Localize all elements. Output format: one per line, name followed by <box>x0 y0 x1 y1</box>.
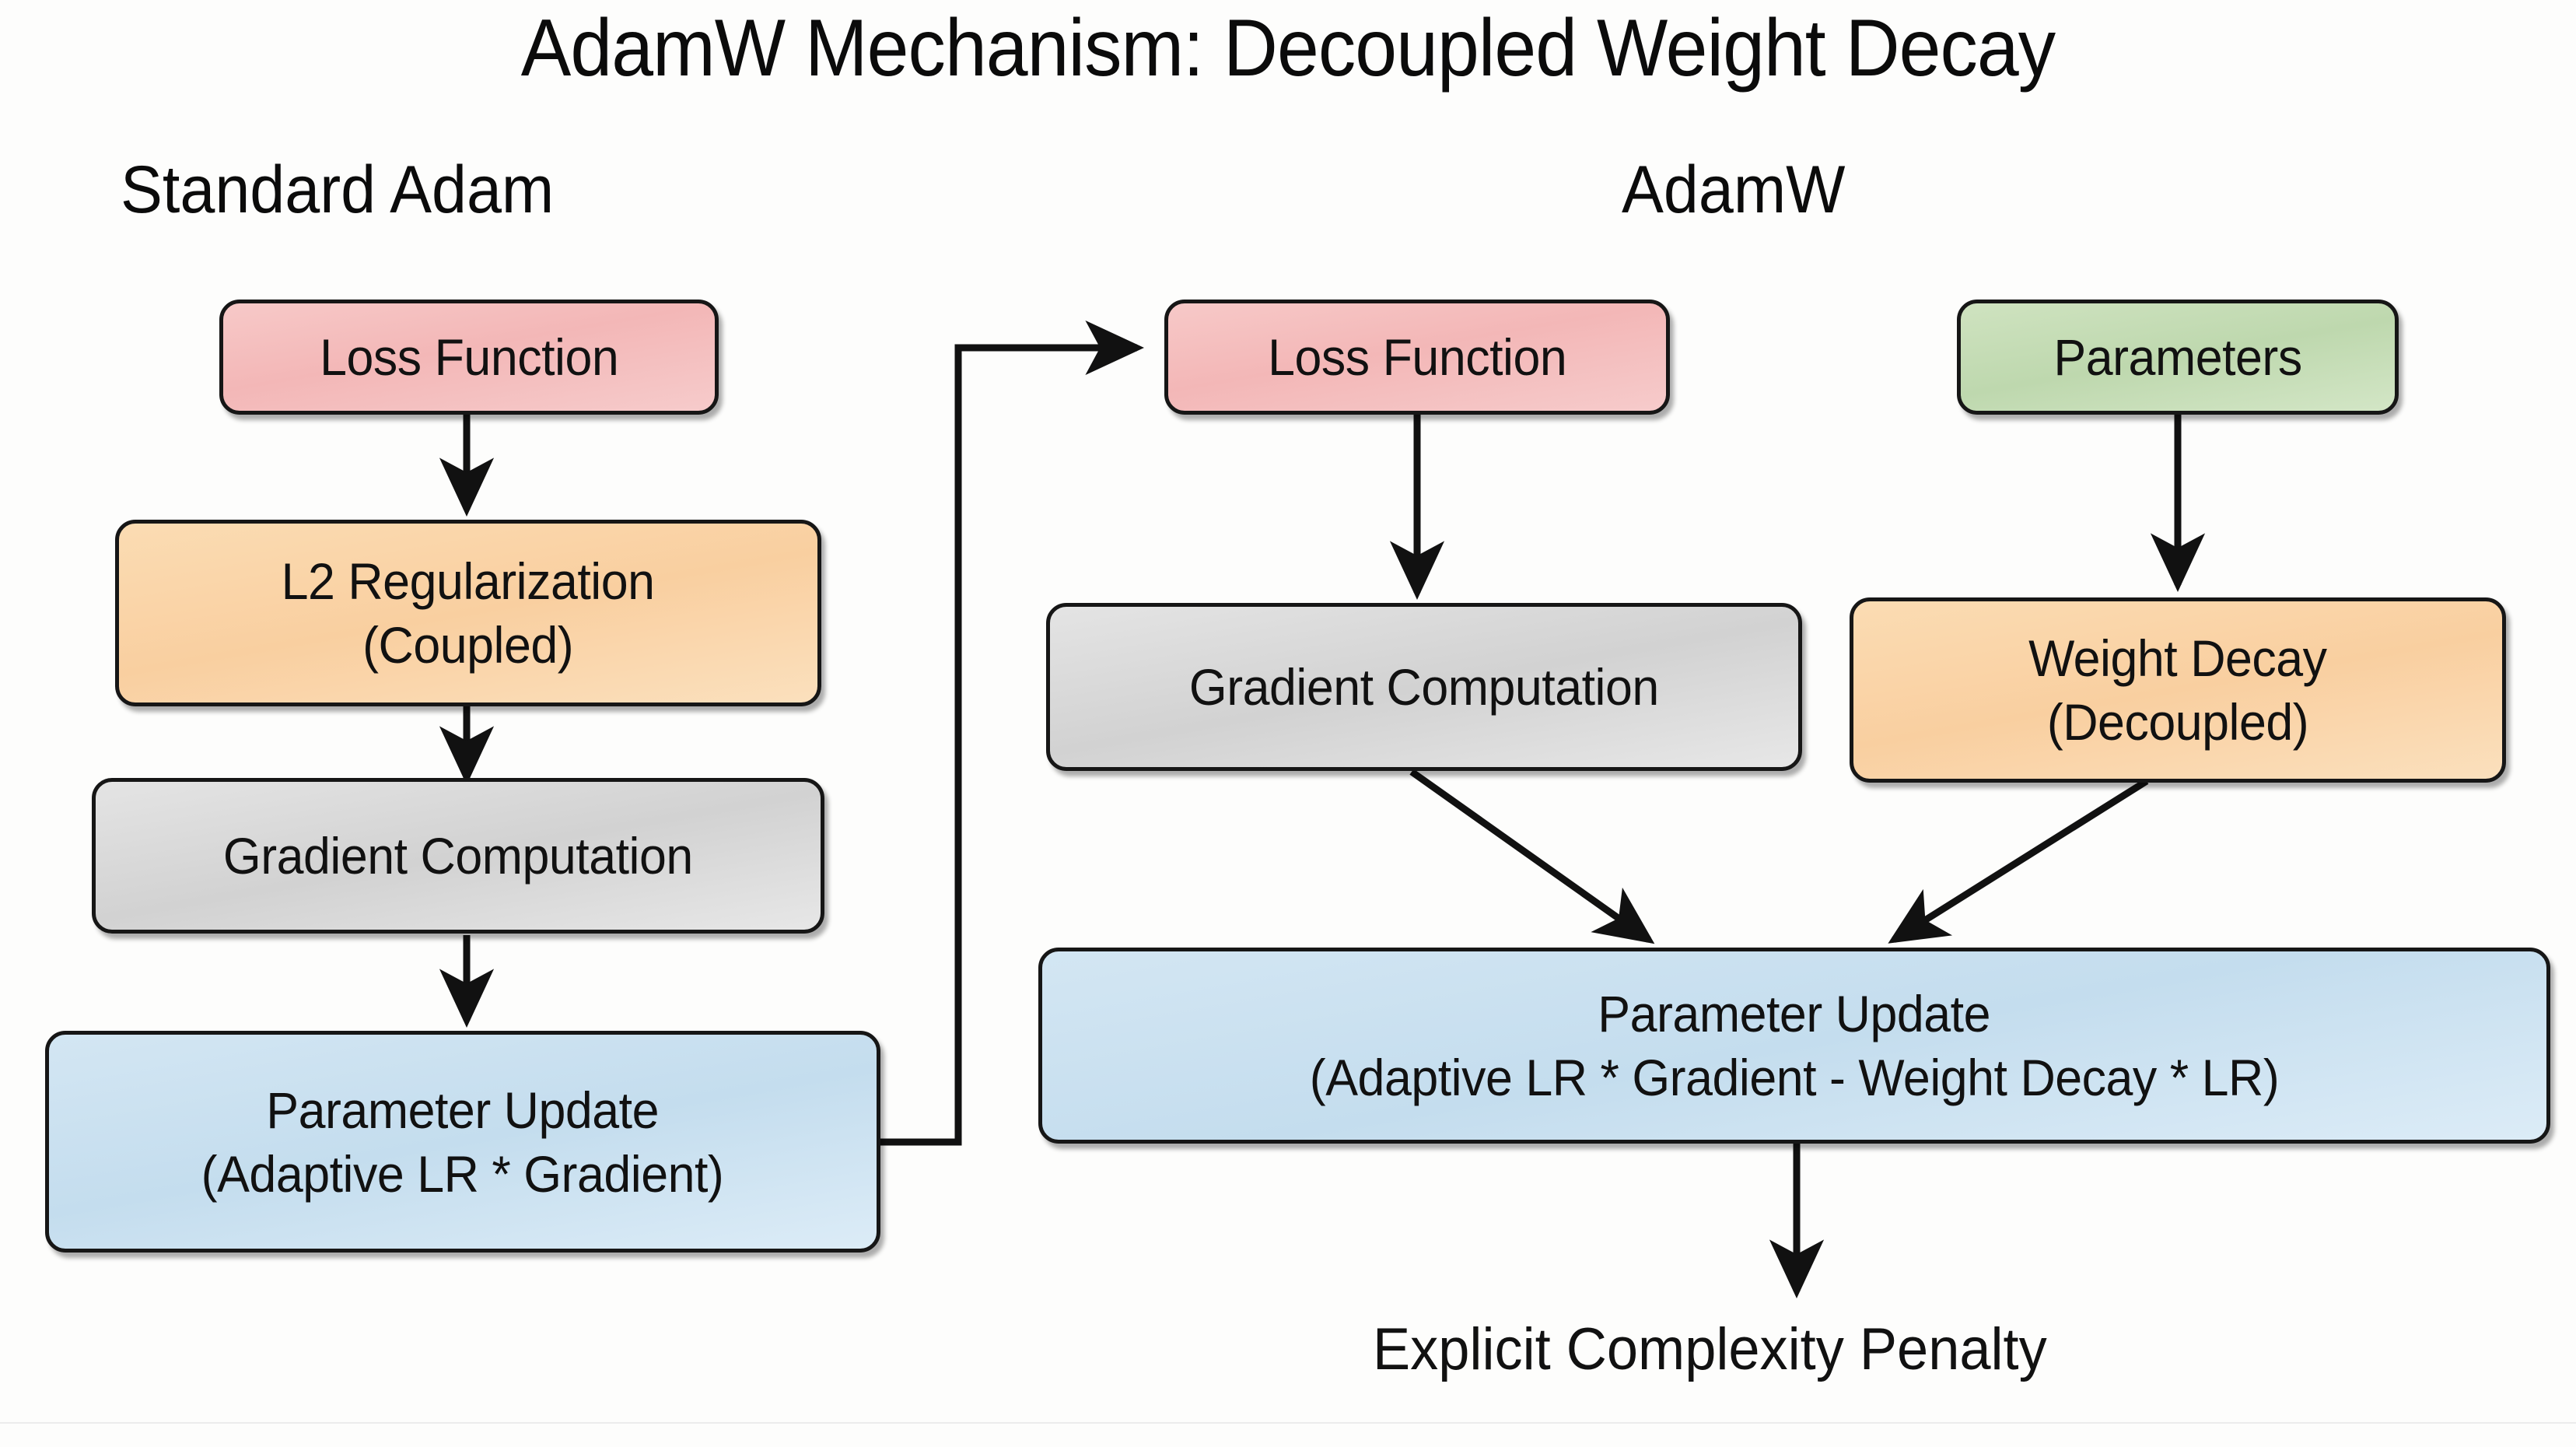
node-right-loss-function[interactable]: Loss Function <box>1164 300 1670 415</box>
node-label: Gradient Computation <box>223 827 693 885</box>
node-right-parameters[interactable]: Parameters <box>1957 300 2399 415</box>
node-explicit-complexity-penalty: Explicit Complexity Penalty <box>1373 1316 2047 1382</box>
page-title: AdamW Mechanism: Decoupled Weight Decay <box>520 3 2056 93</box>
node-label: Loss Function <box>319 328 619 386</box>
node-label-line1: Weight Decay <box>2028 629 2327 687</box>
node-label: Gradient Computation <box>1189 658 1659 716</box>
node-left-l2-regularization[interactable]: L2 Regularization (Coupled) <box>115 520 821 706</box>
node-label: Loss Function <box>1267 328 1567 386</box>
node-label-line2: (Adaptive LR * Gradient) <box>201 1144 724 1203</box>
node-label-line2: (Adaptive LR * Gradient - Weight Decay *… <box>1309 1049 2280 1106</box>
bottom-divider <box>0 1422 2576 1424</box>
node-label-line1: Parameter Update <box>1598 985 1991 1042</box>
edge-right-decay-to-update <box>1888 778 2149 944</box>
column-title-adamw: AdamW <box>1622 152 1846 227</box>
node-right-parameter-update[interactable]: Parameter Update (Adaptive LR * Gradient… <box>1038 948 2550 1144</box>
node-left-loss-function[interactable]: Loss Function <box>219 300 719 415</box>
edge-right-gradient-to-update <box>1409 769 1655 944</box>
node-label: Parameters <box>2053 328 2302 386</box>
node-right-gradient-computation[interactable]: Gradient Computation <box>1046 603 1802 771</box>
node-right-weight-decay[interactable]: Weight Decay (Decoupled) <box>1850 597 2506 783</box>
column-title-standard-adam: Standard Adam <box>121 152 555 227</box>
node-label-line1: Parameter Update <box>266 1081 660 1139</box>
node-label-line2: (Coupled) <box>362 616 574 674</box>
node-label-line2: (Decoupled) <box>2046 693 2309 751</box>
node-label-line1: L2 Regularization <box>282 552 655 610</box>
node-left-gradient-computation[interactable]: Gradient Computation <box>92 778 824 934</box>
node-left-parameter-update[interactable]: Parameter Update (Adaptive LR * Gradient… <box>45 1031 880 1253</box>
